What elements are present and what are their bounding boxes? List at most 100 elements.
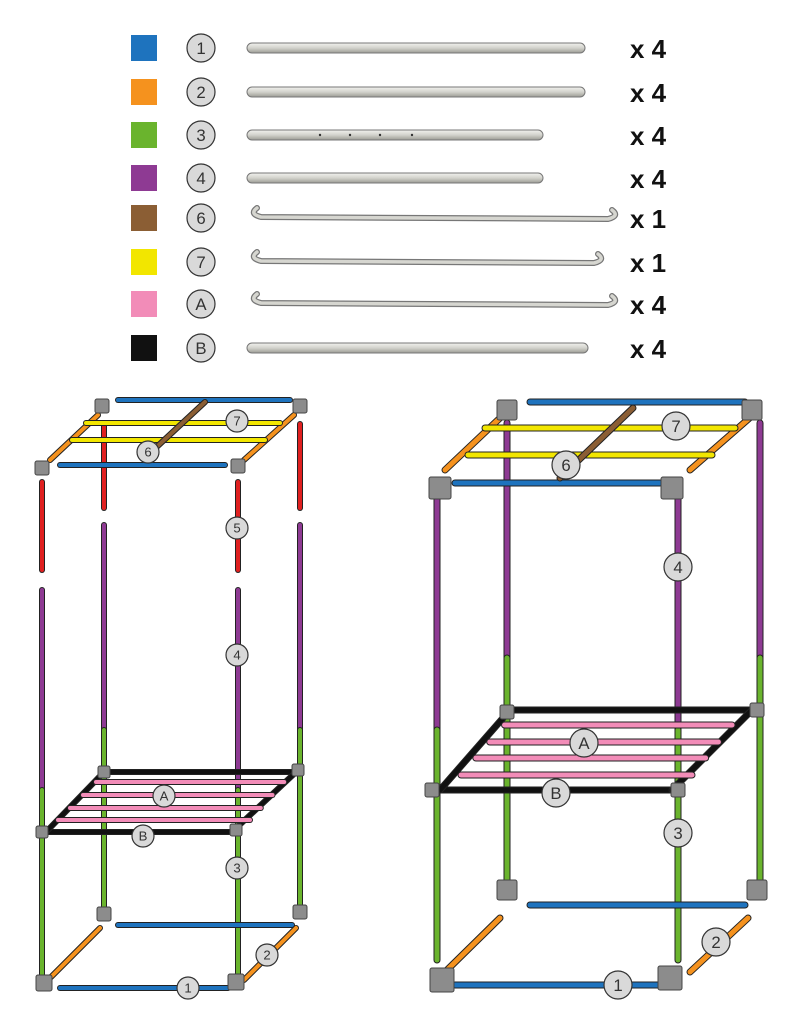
part-id-callout-circle	[186, 120, 216, 150]
right-callout-7: 7	[661, 411, 691, 441]
corner-connector	[741, 399, 763, 421]
color-swatch	[131, 291, 157, 317]
left-callout-7-label: 7	[233, 414, 240, 429]
right-callout-1-circle	[603, 970, 633, 1000]
right-callout-2-label: 2	[711, 933, 720, 952]
shelf-connector	[670, 782, 686, 798]
right-callout-B: B	[541, 778, 571, 808]
color-swatch	[131, 249, 157, 275]
left-callout-4-label: 4	[233, 648, 240, 663]
corner-connector	[660, 476, 684, 500]
part-rod-image	[246, 342, 589, 354]
left-callout-3-label: 3	[233, 861, 240, 876]
right-callout-1-label: 1	[613, 976, 622, 995]
top-side-rail-2	[242, 413, 296, 462]
rod-hole	[348, 133, 352, 137]
color-swatch	[131, 165, 157, 191]
part-quantity: x 1	[630, 248, 666, 278]
right-callout-6: 6	[551, 450, 581, 480]
shelf-side-bar-B	[437, 707, 513, 793]
left-callout-A: A	[152, 784, 176, 808]
corner-connector	[292, 904, 308, 920]
left-callout-B-circle	[131, 824, 155, 848]
left-callout-3: 3	[225, 856, 249, 880]
shelf-connector	[499, 704, 515, 720]
part-id-callout-circle	[186, 333, 216, 363]
part-id-callout-label: 2	[196, 83, 205, 102]
corner-connector	[34, 460, 50, 476]
rod-hole	[318, 133, 322, 137]
part-id-callout-circle	[186, 289, 216, 319]
color-swatch	[131, 205, 157, 231]
right-callout-2-circle	[701, 927, 731, 957]
part-id-callout-label: 3	[196, 126, 205, 145]
part-rod-image	[250, 291, 619, 309]
part-id-callout-circle	[186, 33, 216, 63]
part-rod-image	[246, 172, 544, 184]
part-rod-image	[246, 86, 586, 98]
right-callout-A: A	[569, 728, 599, 758]
right-callout-3-circle	[663, 818, 693, 848]
left-frame-diagram: 7 6 5 4A B 3 1 2	[34, 397, 308, 1000]
left-callout-4: 4	[225, 643, 249, 667]
part-id-callout: 4	[186, 163, 216, 193]
part-quantity: x 4	[630, 334, 667, 364]
right-callout-4: 4	[663, 552, 693, 582]
right-callout-B-circle	[541, 778, 571, 808]
part-id-callout-label: B	[195, 339, 206, 358]
corner-connector	[496, 399, 518, 421]
part-id-callout-circle	[186, 77, 216, 107]
part-id-callout-circle	[186, 163, 216, 193]
right-callout-7-circle	[661, 411, 691, 441]
corner-connector	[496, 879, 518, 901]
right-callout-A-circle	[569, 728, 599, 758]
part-rod-image	[250, 205, 619, 223]
rod-body	[246, 342, 589, 354]
corner-connector	[746, 879, 768, 901]
left-callout-2: 2	[255, 943, 279, 967]
part-id-callout-circle	[186, 203, 216, 233]
left-callout-7-circle	[225, 409, 249, 433]
left-callout-6-label: 6	[144, 445, 151, 460]
part-row-7: 7 x 1	[131, 247, 666, 278]
rod-hole	[410, 133, 414, 137]
corner-connector	[230, 458, 246, 474]
part-id-callout-label: 4	[196, 169, 205, 188]
rod-body	[252, 292, 617, 307]
bottom-side-rail-2	[442, 915, 503, 975]
corner-connector	[94, 398, 110, 414]
color-swatch	[131, 35, 157, 61]
shelf-connector	[35, 825, 49, 839]
left-callout-3-circle	[225, 856, 249, 880]
right-callout-1: 1	[603, 970, 633, 1000]
right-callout-7-label: 7	[671, 417, 680, 436]
rod-body	[252, 206, 617, 221]
left-callout-B-label: B	[139, 829, 148, 844]
left-callout-1: 1	[176, 976, 200, 1000]
part-row-3: 3 x 4	[131, 120, 667, 151]
left-callout-2-label: 2	[263, 948, 270, 963]
part-quantity: x 4	[630, 121, 667, 151]
left-callout-A-label: A	[160, 789, 169, 804]
rod-body	[252, 250, 603, 265]
left-callout-A-circle	[152, 784, 176, 808]
left-callout-B: B	[131, 824, 155, 848]
part-quantity: x 4	[630, 290, 667, 320]
right-callout-4-label: 4	[673, 558, 682, 577]
left-callout-7: 7	[225, 409, 249, 433]
right-callout-2: 2	[701, 927, 731, 957]
right-callout-4-circle	[663, 552, 693, 582]
corner-connector	[429, 967, 455, 993]
left-callout-6: 6	[136, 440, 160, 464]
part-id-callout: 7	[186, 247, 216, 277]
left-callout-5: 5	[225, 516, 249, 540]
rod-body	[246, 129, 544, 141]
